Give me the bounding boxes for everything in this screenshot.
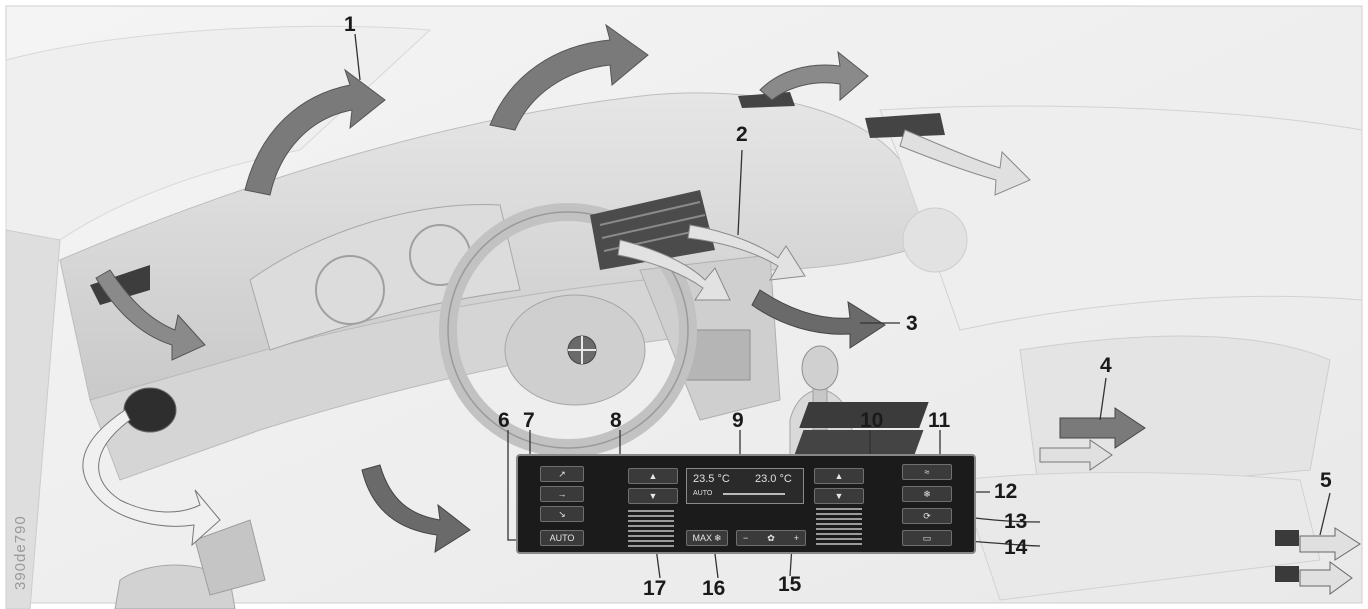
airflow-person-icon: ↘ [558, 508, 566, 519]
temperature-sensor-grille-right [816, 508, 862, 548]
rear-window-defrost-button[interactable]: ▭ [902, 530, 952, 546]
recirculation-icon: ⟳ [923, 510, 931, 521]
callout-13: 13 [1004, 510, 1028, 533]
airflow-arrow-side-right [899, 129, 1031, 196]
airflow-person-icon: ↗ [558, 468, 566, 479]
callout-11: 11 [928, 409, 951, 432]
airflow-person-icon: → [557, 489, 567, 499]
windshield [5, 25, 432, 271]
left-temperature: 23.5 °C [693, 473, 730, 485]
airflow-arrow-rear-1 [1299, 527, 1361, 561]
callout-16: 16 [702, 577, 726, 600]
callout-8: 8 [610, 409, 622, 432]
auto-button[interactable]: AUTO [540, 530, 584, 546]
callout-3: 3 [906, 312, 918, 335]
max-label: MAX [692, 533, 712, 543]
airflow-arrow-footwell-loop [82, 409, 221, 547]
callout-7: 7 [523, 409, 535, 432]
steering-wheel-outline [447, 211, 689, 449]
air-distribution-footwell-button[interactable]: ↘ [540, 506, 584, 522]
recirculation-button[interactable]: ⟳ [902, 508, 952, 524]
callout-17: 17 [643, 577, 667, 600]
windshield-defrost-icon: ≈ [924, 467, 930, 477]
temperature-sensor-grille-left [628, 510, 674, 550]
ac-button[interactable]: ❄ [902, 486, 952, 502]
right-temp-up-button[interactable]: ▲ [814, 468, 864, 484]
callout-2: 2 [736, 123, 748, 146]
airflow-arrow-footwell-right-2 [1039, 439, 1113, 471]
fan-icon: ✿ [767, 532, 775, 543]
temperature-display: 23.5 °C 23.0 °C AUTO [686, 468, 804, 504]
max-cooling-button[interactable]: MAX ❄ [686, 530, 728, 546]
callout-6: 6 [498, 409, 510, 432]
right-temperature: 23.0 °C [755, 473, 792, 485]
floor-console [959, 472, 1321, 601]
callout-5: 5 [1320, 469, 1332, 492]
air-distribution-defrost-button[interactable]: ↗ [540, 466, 584, 482]
left-temp-down-button[interactable]: ▼ [628, 488, 678, 504]
right-temp-down-button[interactable]: ▼ [814, 488, 864, 504]
fan-speed-rocker[interactable]: − ✿ + [736, 530, 806, 546]
callout-14: 14 [1004, 536, 1028, 559]
windshield-defrost-button[interactable]: ≈ [902, 464, 952, 480]
shift-knob [801, 345, 839, 391]
airflow-arrow-footwell-left [361, 464, 471, 553]
airflow-arrow-footwell-right-1 [1059, 407, 1146, 449]
left-temp-up-button[interactable]: ▲ [628, 468, 678, 484]
pedal-right [194, 519, 266, 596]
snowflake-icon: ❄ [713, 532, 722, 543]
airflow-arrow-defrost-left [244, 68, 386, 196]
airflow-arrow-side-left [95, 269, 206, 361]
footwell-vent-left [123, 387, 177, 433]
vent-side-right [865, 113, 945, 138]
climate-control-panel: ↗ → ↘ AUTO ▲ ▼ 23.5 °C 23.0 °C AUTO ▲ ▼ … [516, 454, 976, 554]
vent-defrost-top [738, 92, 795, 108]
callout-9: 9 [732, 409, 744, 432]
airflow-arrow-rear-2 [1299, 561, 1353, 595]
airflow-arrow-center-2 [687, 224, 806, 281]
callout-12: 12 [994, 480, 1018, 503]
callout-1: 1 [344, 13, 356, 36]
fan-decrease-button[interactable]: − [743, 533, 749, 543]
footwell-vents-right [794, 402, 929, 456]
callout-15: 15 [778, 573, 802, 596]
door-speaker [902, 207, 968, 273]
fan-increase-button[interactable]: + [793, 533, 799, 543]
airflow-arrow-center-1 [617, 239, 731, 301]
image-id-watermark: 390de790 [12, 515, 29, 590]
fan-speed-bar [723, 493, 785, 495]
rear-window-defrost-icon: ▭ [922, 532, 932, 543]
airflow-arrow-center-left [751, 289, 886, 349]
speedometer [315, 255, 385, 325]
a-pillar [5, 229, 61, 609]
mode-indicator: AUTO [693, 490, 713, 497]
snowflake-icon: ❄ [923, 488, 931, 499]
callout-4: 4 [1100, 354, 1112, 377]
airflow-arrow-side-window [759, 50, 869, 102]
rear-vents [1275, 530, 1299, 582]
airflow-arrow-defrost-center [489, 23, 649, 131]
air-distribution-face-button[interactable]: → [540, 486, 584, 502]
instrument-cluster [249, 203, 521, 351]
callout-10: 10 [860, 409, 884, 432]
